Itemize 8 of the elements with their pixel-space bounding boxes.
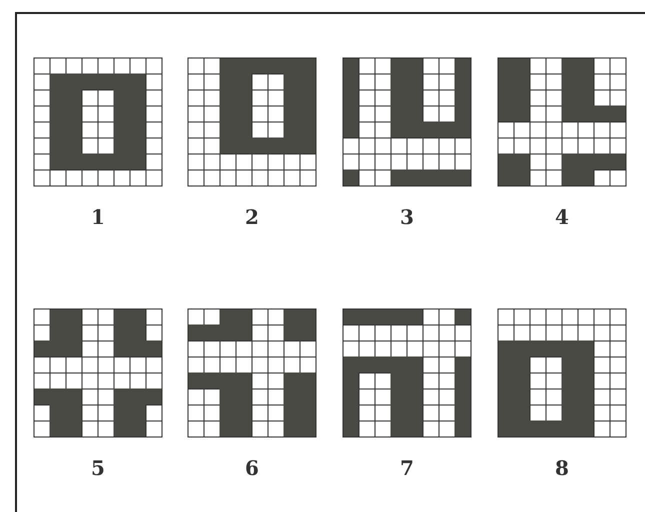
figure-number: 3	[399, 206, 415, 228]
figure-number: 2	[244, 206, 260, 228]
figure-number: 4	[554, 206, 570, 228]
figure-number: 7	[399, 457, 415, 479]
figure-number: 6	[244, 457, 260, 479]
figure-number: 5	[90, 457, 106, 479]
figure-number: 8	[554, 457, 570, 479]
figure-number: 1	[90, 206, 106, 228]
